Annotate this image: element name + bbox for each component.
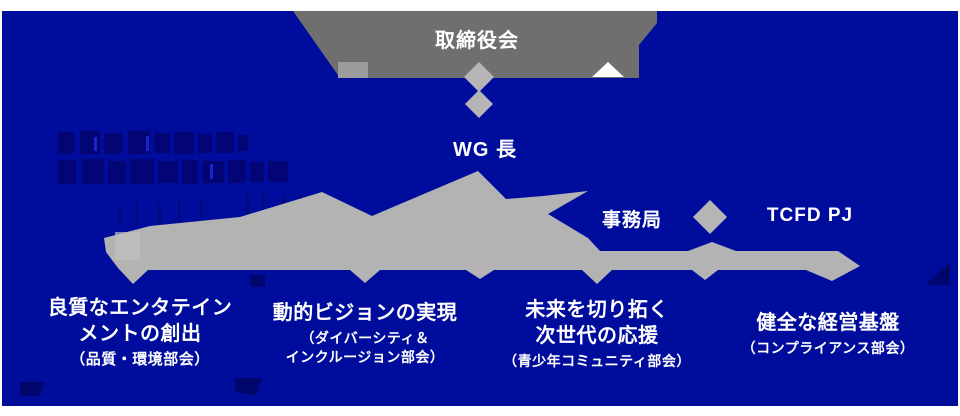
pillar-quality-environment: 良質なエンタテイン メントの創出 （品質・環境部会） <box>25 295 255 369</box>
pillar-title-line: メントの創出 <box>78 323 202 345</box>
pillar-subcommittee: インクルージョン部会） <box>285 349 445 365</box>
glitch-text-artifact <box>58 131 288 184</box>
board-box <box>293 11 657 78</box>
pillar-subcommittee: （青少年コミュニティ部会） <box>503 353 691 369</box>
board-box-glitch-square <box>338 62 368 78</box>
secretariat-tcfd-diamond <box>693 200 727 234</box>
pillar-youth-community: 未来を切り拓く 次世代の応援 （青少年コミュニティ部会） <box>482 297 712 371</box>
secretariat-label: 事務局 <box>601 210 662 231</box>
dark-glitch-patches <box>20 262 950 396</box>
pillar-subcommittee: （品質・環境部会） <box>70 351 210 368</box>
pillar-title-line: 動的ビジョンの実現 <box>272 302 458 324</box>
pillar-title-line: 良質なエンタテイン <box>47 297 233 319</box>
connector-glitch-light-rect <box>115 232 140 260</box>
pillar-subcommittee: （ダイバーシティ＆ <box>300 330 430 346</box>
connector-diamond-1 <box>464 62 494 92</box>
pillar-subcommittee: （コンプライアンス部会） <box>741 340 915 356</box>
pillar-title-line: 未来を切り拓く <box>525 299 669 321</box>
connector-diamond-2 <box>465 90 493 118</box>
board-node-label: 取締役会 <box>435 30 519 52</box>
pillar-compliance: 健全な経営基盤 （コンプライアンス部会） <box>713 310 943 358</box>
wg-leader-label: WG 長 <box>453 139 517 161</box>
pillar-title-line: 健全な経営基盤 <box>756 312 900 334</box>
board-box-white-notch <box>592 62 624 77</box>
pillar-diversity-inclusion: 動的ビジョンの実現 （ダイバーシティ＆ インクルージョン部会） <box>250 300 480 367</box>
org-connector-bar <box>104 171 860 284</box>
tcfd-pj-label: TCFD PJ <box>766 205 854 226</box>
pillar-title-line: 次世代の応援 <box>535 325 659 347</box>
